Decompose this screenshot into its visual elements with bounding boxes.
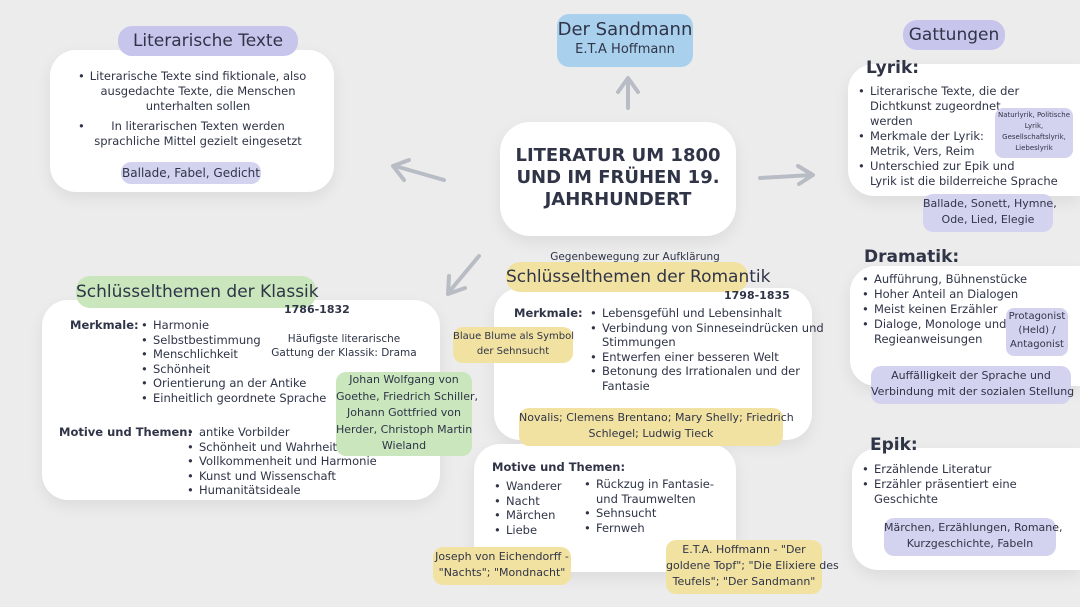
list-item: Wanderer (494, 479, 562, 494)
list-item: Harmonie (141, 318, 326, 333)
center-title: LITERATUR UM 1800 UND IM FRÜHEN 19. JAHR… (515, 145, 721, 210)
list-item: Einheitlich geordnete Sprache (141, 391, 326, 406)
literarische-bullet-1: • Literarische Texte sind fiktionale, al… (78, 69, 307, 113)
literarische-bullet-2: • In literarischen Texten werden sprachl… (78, 119, 302, 148)
dramatik-extra: Auffälligkeit der Sprache und Verbindung… (871, 366, 1074, 404)
sandmann-author: E.T.A Hoffmann (575, 42, 675, 57)
gattungen-title: Gattungen (903, 20, 1005, 50)
romantik-title: Schlüsselthemen der Romantik (506, 262, 770, 292)
list-item: Liebe (494, 523, 562, 538)
romantik-merkmale-label: Merkmale: (514, 306, 583, 320)
dramatik-heading: Dramatik: (864, 247, 960, 267)
klassik-motive-list: antike Vorbilder Schönheit und Wahrheit … (187, 425, 377, 498)
list-item: Märchen (494, 508, 562, 523)
list-item: Schönheit (141, 362, 326, 377)
list-item: Hoher Anteil an Dialogen (862, 287, 1027, 302)
list-item: Meist keinen Erzähler (862, 302, 1027, 317)
lyrik-heading: Lyrik: (866, 58, 920, 78)
romantik-authors: Novalis; Clemens Brentano; Mary Shelly; … (519, 408, 794, 446)
list-item: Aufführung, Bühnenstücke (862, 272, 1027, 287)
klassik-merkmale-list: Harmonie Selbstbestimmung Menschlichkeit… (141, 318, 326, 406)
list-item: Fernweh (584, 521, 714, 536)
sandmann-badge: Der Sandmann E.T.A Hoffmann (557, 14, 693, 67)
lyrik-note: Naturlyrik, Politische Lyrik, Gesellscha… (995, 108, 1073, 158)
list-item: Sehnsucht (584, 506, 714, 521)
list-item: Entwerfen einer besseren Welt (590, 350, 824, 365)
list-item: Nacht (494, 494, 562, 509)
romantik-motive-label: Motive und Themen: (492, 460, 626, 474)
list-item: antike Vorbilder (187, 425, 377, 440)
center-card (500, 122, 736, 236)
list-item: Kunst und Wissenschaft (187, 469, 377, 484)
klassik-years: 1786-1832 (284, 303, 350, 316)
list-item: Orientierung an der Antike (141, 376, 326, 391)
klassik-title: Schlüsselthemen der Klassik (76, 276, 319, 308)
eichendorff-note: Joseph von Eichendorff - "Nachts"; "Mond… (433, 547, 571, 585)
romantik-merkmale-list: Lebensgefühl und Lebensinhalt Verbindung… (590, 306, 824, 394)
romantik-years: 1798-1835 (724, 289, 790, 302)
lyrik-examples: Ballade, Sonett, Hymne, Ode, Lied, Elegi… (923, 194, 1057, 232)
klassik-gattung-note: Häufigste literarische Gattung der Klass… (271, 333, 417, 359)
klassik-motive-label: Motive und Themen: (59, 425, 193, 439)
list-item: Lebensgefühl und Lebensinhalt (590, 306, 824, 321)
list-item: Erzählende Literatur (862, 462, 1017, 477)
klassik-merkmale-label: Merkmale: (70, 318, 139, 332)
list-item: Merkmale der Lyrik:Metrik, Vers, Reim (858, 129, 1058, 159)
romantik-blume-note: Blaue Blume als Symbol der Sehnsucht (453, 327, 574, 363)
list-item: Menschlichkeit (141, 347, 326, 362)
romantik-gegenbewegung: Gegenbewegung zur Aufklärung (550, 251, 720, 263)
list-item: Betonung des Irrationalen und derFantasi… (590, 364, 824, 393)
romantik-motive-left: Wanderer Nacht Märchen Liebe (494, 479, 562, 537)
epik-examples: Märchen, Erzählungen, Romane, Kurzgeschi… (884, 518, 1063, 556)
dramatik-note: Protagonist (Held) / Antagonist (1006, 308, 1068, 356)
romantik-motive-right: Rückzug in Fantasie-und Traumwelten Sehn… (584, 477, 714, 535)
literarische-examples: Ballade, Fabel, Gedicht (121, 162, 261, 184)
dramatik-list: Aufführung, Bühnenstücke Hoher Anteil an… (862, 272, 1027, 347)
sandmann-title: Der Sandmann (557, 19, 693, 40)
hoffmann-note: E.T.A. Hoffmann - "Der goldene Topf"; "D… (666, 540, 839, 594)
list-item: Schönheit und Wahrheit (187, 440, 377, 455)
list-item: Rückzug in Fantasie-und Traumwelten (584, 477, 714, 506)
list-item: Selbstbestimmung (141, 333, 326, 348)
list-item: Verbindung von Sinneseindrücken undStimm… (590, 321, 824, 350)
epik-heading: Epik: (870, 435, 918, 455)
list-item: Humanitätsideale (187, 483, 377, 498)
literarische-title: Literarische Texte (118, 26, 298, 56)
list-item: Vollkommenheit und Harmonie (187, 454, 377, 469)
epik-list: Erzählende Literatur Erzähler präsentier… (862, 462, 1017, 507)
